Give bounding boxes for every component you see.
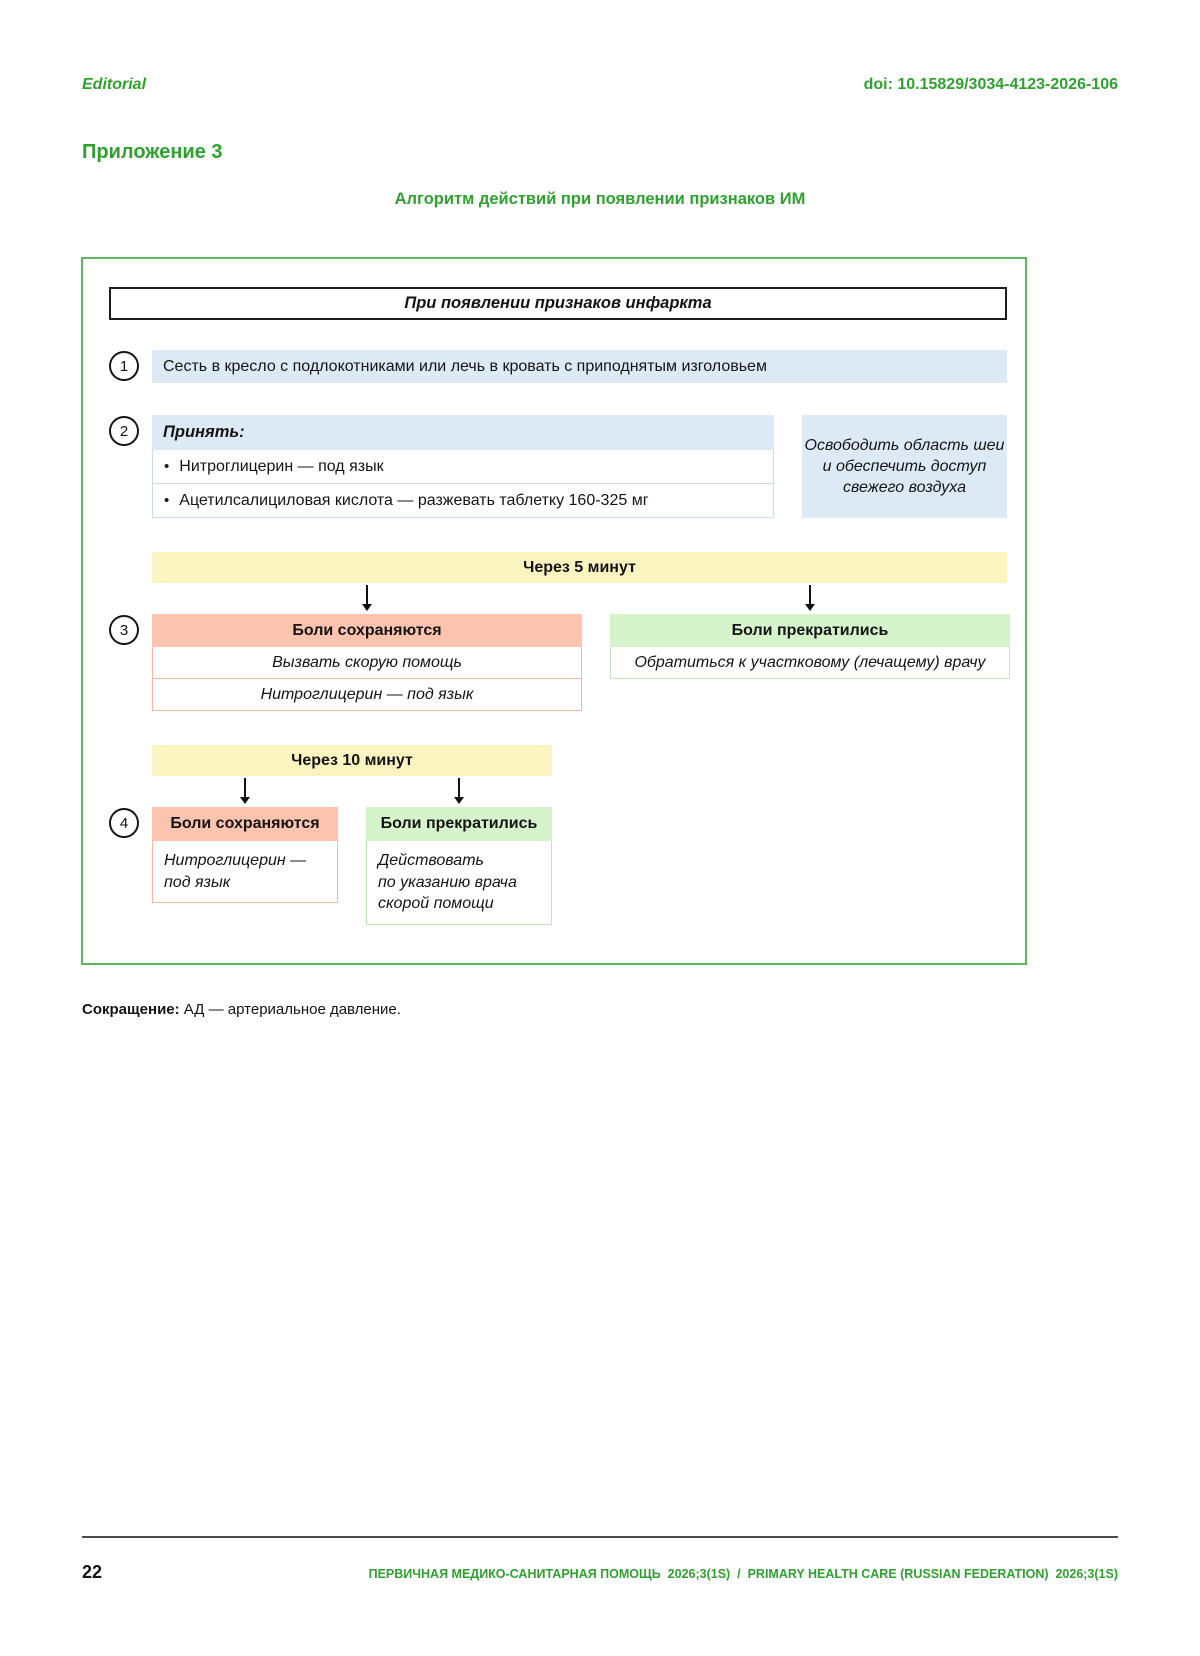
pain-persists-branch: Боли сохраняются Нитроглицерин — под язы… [152, 807, 338, 904]
step-number-badge: 1 [109, 351, 139, 381]
branch-action: Действовать по указанию врача скорой пом… [366, 841, 552, 925]
abbreviation-note: Сокращение: АД — артериальное давление. [82, 1001, 401, 1018]
step-number-badge: 2 [109, 416, 139, 446]
pain-persists-branch: Боли сохраняются Вызвать скорую помощь Н… [152, 614, 582, 711]
step-2-row: 2 Принять: • Нитроглицерин — под язык • … [83, 415, 1025, 518]
branch-action: Вызвать скорую помощь [152, 647, 582, 679]
list-item: • Нитроглицерин — под язык [152, 450, 774, 484]
side-note: Освободить область шеи и обеспечить дост… [802, 415, 1007, 518]
timer-10min-bar: Через 10 минут [152, 745, 552, 776]
down-arrow-icon [240, 778, 250, 804]
side-note-line: и обеспечить доступ [822, 457, 987, 475]
side-note-line: Освободить область шеи [804, 436, 1005, 454]
flowchart-header: При появлении признаков инфаркта [109, 287, 1007, 320]
action-line: по указанию врача [378, 873, 517, 891]
step-3-row: 3 Боли сохраняются Вызвать скорую помощь… [83, 614, 1025, 711]
pain-stopped-branch: Боли прекратились Обратиться к участково… [610, 614, 1010, 711]
branch-header: Боли прекратились [610, 614, 1010, 647]
list-item-text: Нитроглицерин — под язык [179, 457, 384, 475]
step-4-content: Боли сохраняются Нитроглицерин — под язы… [152, 807, 1007, 925]
step-1-content: Сесть в кресло с подлокотниками или лечь… [152, 350, 1007, 383]
arrow-cell [610, 585, 1010, 614]
step-2-take-list: Принять: • Нитроглицерин — под язык • Ац… [152, 415, 774, 518]
step-2-gutter: 2 [109, 415, 152, 518]
page-footer: 22 ПЕРВИЧНАЯ МЕДИКО-САНИТАРНАЯ ПОМОЩЬ 20… [82, 1562, 1118, 1583]
timer-5min-bar: Через 5 минут [152, 552, 1007, 583]
down-arrow-icon [805, 585, 815, 611]
step-1-gutter: 1 [109, 350, 152, 383]
branch-header: Боли сохраняются [152, 614, 582, 647]
step-3-gutter: 3 [109, 614, 152, 711]
page-number: 22 [82, 1562, 103, 1582]
step-1-instruction: Сесть в кресло с подлокотниками или лечь… [152, 350, 1007, 383]
appendix-title: Приложение 3 [82, 141, 223, 163]
doi-text: doi: 10.15829/3034-4123-2026-106 [863, 76, 1118, 93]
down-arrow-icon [454, 778, 464, 804]
figure-title: Алгоритм действий при появлении признако… [394, 190, 806, 208]
down-arrow-icon [362, 585, 372, 611]
list-item-text: Ацетилсалициловая кислота — разжевать та… [179, 491, 649, 509]
list-item: • Ацетилсалициловая кислота — разжевать … [152, 484, 774, 518]
journal-footer-text: ПЕРВИЧНАЯ МЕДИКО-САНИТАРНАЯ ПОМОЩЬ 2026;… [368, 1567, 1118, 1581]
bullet-icon: • [164, 458, 170, 475]
arrow-cell [152, 778, 338, 807]
branch-header: Боли прекратились [366, 807, 552, 841]
action-line: скорой помощи [378, 895, 494, 913]
branch-header: Боли сохраняются [152, 807, 338, 841]
step-number-badge: 4 [109, 808, 139, 838]
action-line: под язык [164, 873, 231, 891]
arrow-cell [366, 778, 552, 807]
branch-action: Обратиться к участковому (лечащему) врач… [610, 647, 1010, 679]
step-2-content: Принять: • Нитроглицерин — под язык • Ац… [152, 415, 1007, 518]
page-header: Editorial doi: 10.15829/3034-4123-2026-1… [82, 76, 1118, 94]
abbreviation-label: Сокращение: [82, 1001, 180, 1018]
section-label: Editorial [82, 76, 147, 93]
arrows-after-10min [152, 778, 1007, 807]
step-number-badge: 3 [109, 615, 139, 645]
algorithm-flowchart: При появлении признаков инфаркта 1 Сесть… [81, 257, 1027, 965]
step-1-row: 1 Сесть в кресло с подлокотниками или ле… [83, 350, 1025, 383]
side-note-line: свежего воздуха [842, 479, 967, 497]
pain-stopped-branch: Боли прекратились Действовать по указани… [366, 807, 552, 925]
branch-action: Нитроглицерин — под язык [152, 679, 582, 711]
step-4-gutter: 4 [109, 807, 152, 925]
abbreviation-text: АД — артериальное давление. [179, 1001, 401, 1018]
step-4-row: 4 Боли сохраняются Нитроглицерин — под я… [83, 807, 1025, 925]
action-line: Действовать [378, 852, 484, 869]
action-line: Нитроглицерин — [164, 852, 307, 869]
step-2-title: Принять: [152, 415, 774, 450]
bullet-icon: • [164, 492, 170, 509]
step-3-content: Боли сохраняются Вызвать скорую помощь Н… [152, 614, 1010, 711]
arrows-after-5min [152, 585, 1007, 614]
branch-action: Нитроглицерин — под язык [152, 841, 338, 904]
arrow-cell [152, 585, 582, 614]
footer-divider [82, 1536, 1118, 1538]
